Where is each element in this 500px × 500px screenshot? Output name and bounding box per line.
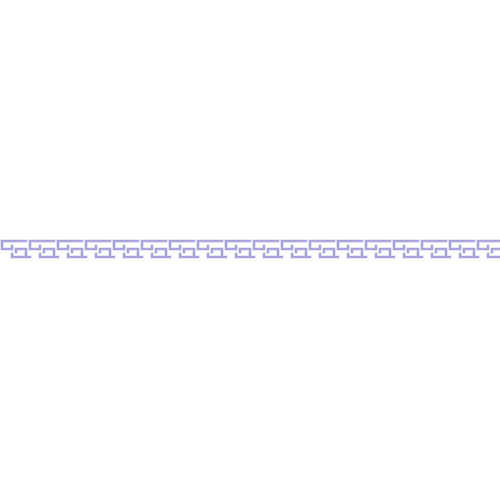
- greek-key-border: [0, 236, 500, 262]
- meander-ornament: [0, 239, 500, 259]
- meander-path: [0, 239, 500, 259]
